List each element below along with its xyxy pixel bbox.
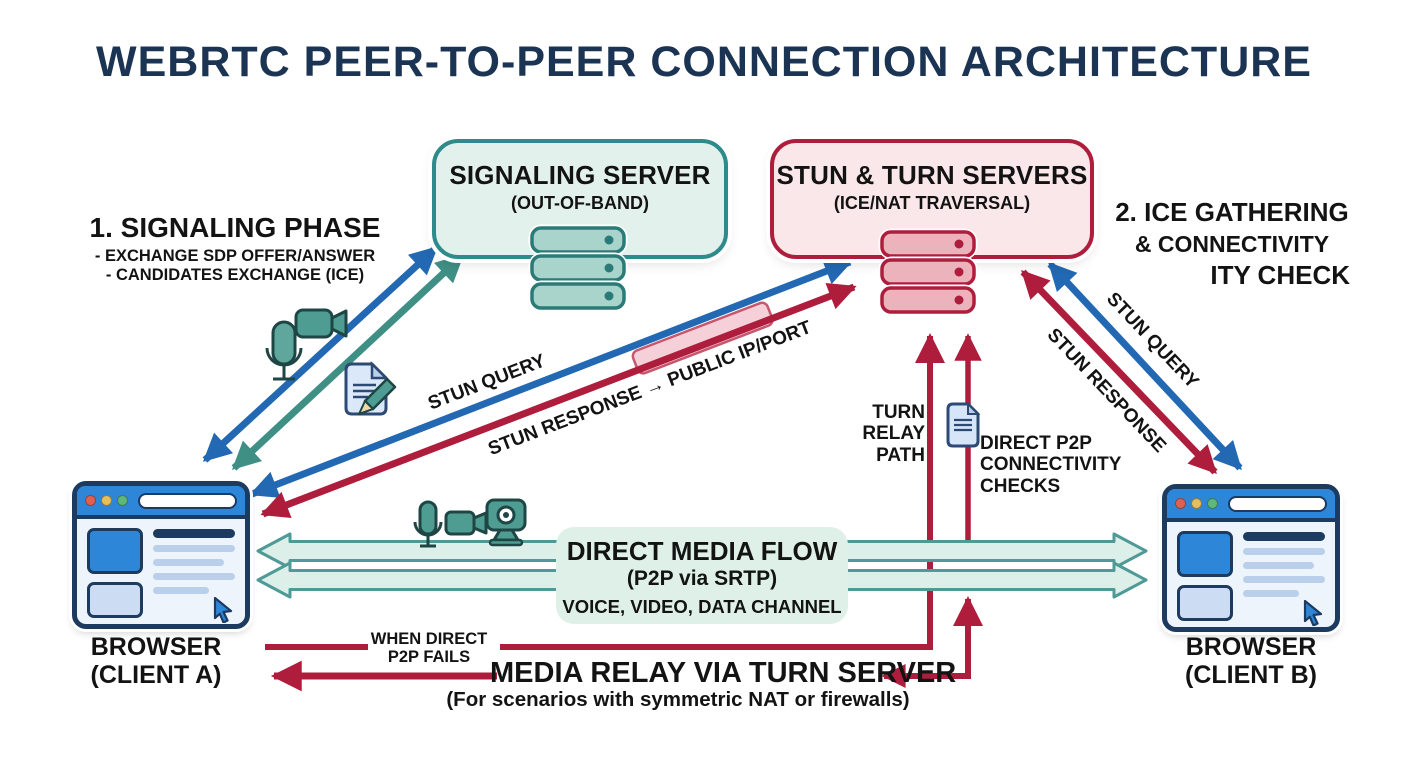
- window-dot-yellow: [101, 495, 112, 506]
- signaling-server-subtitle: (OUT-OF-BAND): [511, 193, 649, 213]
- phase2-line-2: & CONNECTIVITY: [1134, 231, 1330, 257]
- media-relay-title: MEDIA RELAY VIA TURN SERVER: [490, 657, 957, 689]
- signaling-phase-block: 1. SIGNALING PHASE - EXCHANGE SDP OFFER/…: [88, 212, 382, 285]
- media-relay-subtitle: (For scenarios with symmetric NAT or fir…: [446, 688, 910, 711]
- stun-turn-subtitle: (ICE/NAT TRAVERSAL): [833, 193, 1031, 213]
- browser-client-b-window: [1162, 484, 1340, 632]
- panel-placeholder: [87, 582, 143, 618]
- browser-b-label: BROWSER (CLIENT B): [1185, 633, 1317, 689]
- browser-b-titlebar: [1167, 489, 1335, 522]
- heading-placeholder: [153, 529, 235, 538]
- phase1-bullet-1: - EXCHANGE SDP OFFER/ANSWER: [94, 247, 376, 265]
- panel-placeholder: [1177, 585, 1233, 621]
- signaling-arrow-teal: [231, 253, 465, 471]
- media-flow-title: DIRECT MEDIA FLOW: [566, 536, 838, 566]
- browser-a-label: BROWSER (CLIENT A): [90, 633, 222, 689]
- phase2-line-3: ITY CHECK: [1210, 260, 1350, 290]
- signaling-server-title: SIGNALING SERVER: [449, 160, 711, 190]
- turn-relay-path-label: TURN RELAY PATH: [862, 402, 925, 466]
- window-dot-yellow: [1191, 498, 1202, 509]
- page-title: WEBRTC PEER-TO-PEER CONNECTION ARCHITECT…: [96, 38, 1312, 86]
- browser-client-a-window: [72, 481, 250, 629]
- hero-image-placeholder: [87, 528, 143, 574]
- stun-turn-servers-box: STUN & TURN SERVERS (ICE/NAT TRAVERSAL): [770, 139, 1094, 259]
- stun-query-arrow-left: [249, 258, 853, 498]
- cursor-icon: [1303, 600, 1323, 626]
- window-dot-green: [117, 495, 128, 506]
- media-flow-detail: VOICE, VIDEO, DATA CHANNEL: [562, 596, 842, 617]
- window-dot-red: [85, 495, 96, 506]
- phase1-bullet-2: - CANDIDATES EXCHANGE (ICE): [105, 266, 365, 284]
- stun-response-arrow-left: [260, 282, 857, 519]
- stun-response-arrow-right: [1020, 269, 1218, 475]
- stun-turn-title: STUN & TURN SERVERS: [776, 160, 1088, 190]
- window-dot-red: [1175, 498, 1186, 509]
- window-dot-green: [1207, 498, 1218, 509]
- signaling-server-box: SIGNALING SERVER (OUT-OF-BAND): [432, 139, 728, 259]
- address-bar: [1228, 495, 1327, 512]
- cursor-icon: [213, 597, 233, 623]
- browser-a-titlebar: [77, 486, 245, 519]
- phase1-title: 1. SIGNALING PHASE: [89, 212, 381, 243]
- address-bar: [138, 492, 237, 509]
- phase2-line-1: 2. ICE GATHERING: [1115, 197, 1349, 227]
- ice-gathering-block: 2. ICE GATHERING & CONNECTIVITY ITY CHEC…: [1098, 197, 1366, 291]
- direct-p2p-checks-label: DIRECT P2P CONNECTIVITY CHECKS: [980, 433, 1122, 497]
- media-relay-return-line: [881, 596, 983, 688]
- hero-image-placeholder: [1177, 531, 1233, 577]
- browser-a-content: [77, 519, 245, 627]
- browser-b-content: [1167, 522, 1335, 630]
- when-direct-p2p-fails-label: WHEN DIRECT P2P FAILS: [370, 630, 488, 666]
- media-flow-subtitle: (P2P via SRTP): [626, 567, 778, 590]
- direct-media-flow-box: DIRECT MEDIA FLOW (P2P via SRTP) VOICE, …: [556, 527, 848, 624]
- heading-placeholder: [1243, 532, 1325, 541]
